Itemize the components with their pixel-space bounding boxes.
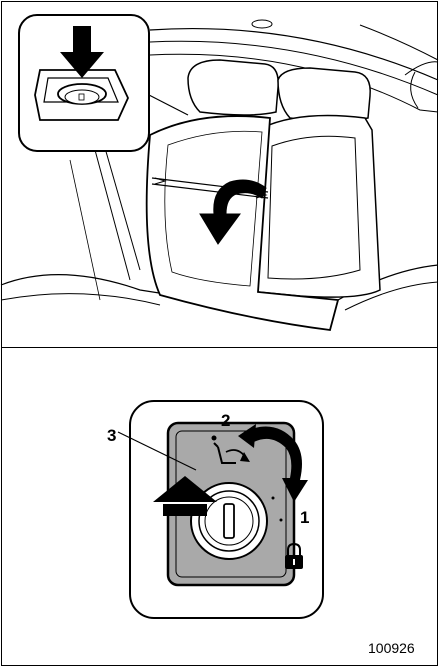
figure-number: 100926: [368, 641, 415, 655]
callout-1: 1: [300, 509, 309, 526]
callout-3: 3: [107, 427, 116, 444]
callout-2: 2: [221, 412, 230, 429]
